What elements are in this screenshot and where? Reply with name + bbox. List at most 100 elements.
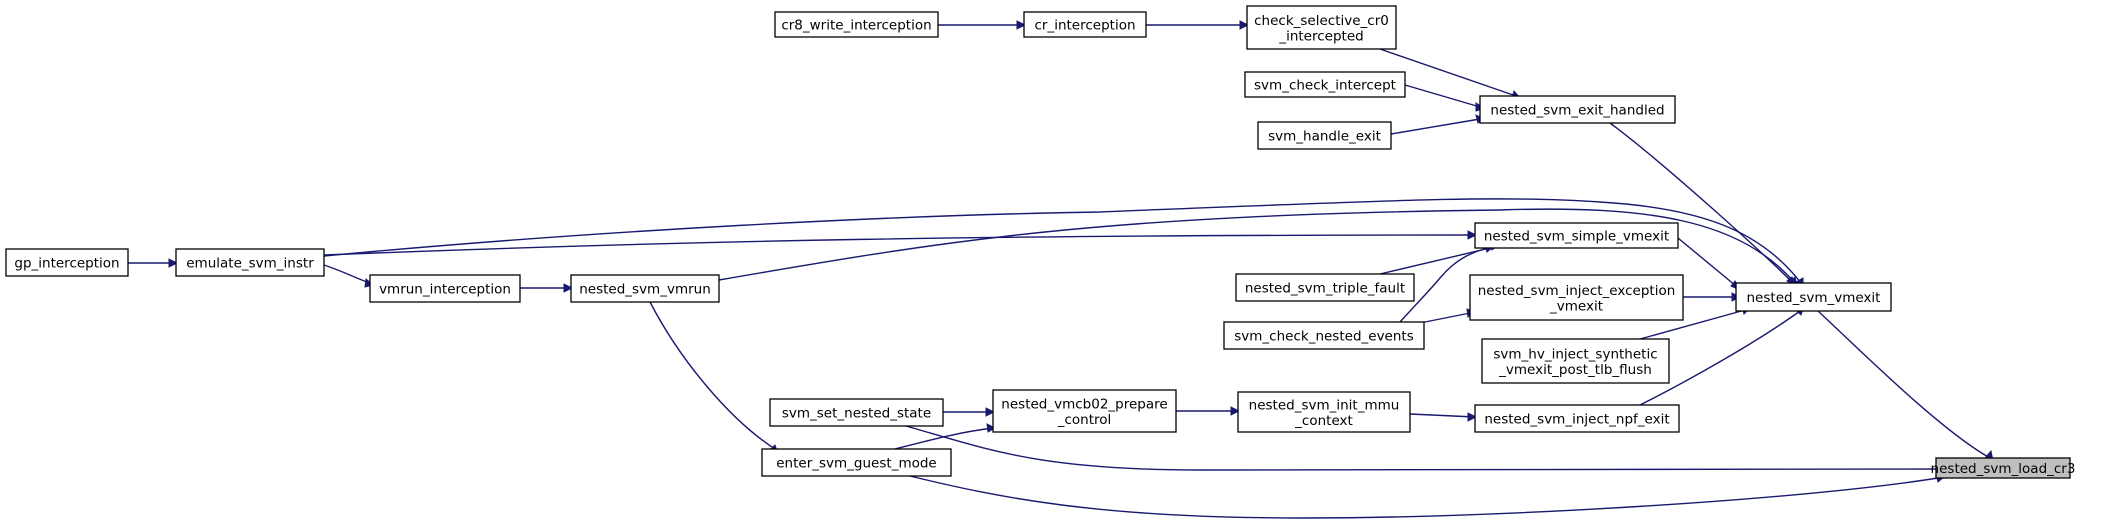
node-svm-check-intercept[interactable]: svm_check_intercept xyxy=(1244,71,1406,98)
node-label: svm_check_nested_events xyxy=(1234,329,1414,345)
node-nested-svm-init-mmu-context[interactable]: nested_svm_init_mmu_context xyxy=(1237,391,1411,433)
node-box xyxy=(1474,222,1679,249)
node-nested-svm-triple-fault[interactable]: nested_svm_triple_fault xyxy=(1235,273,1415,302)
edge-line xyxy=(909,475,1939,519)
node-label: _vmexit_post_tlb_flush xyxy=(1498,362,1652,378)
node-box xyxy=(1735,282,1892,312)
node-box xyxy=(774,11,939,38)
arrowhead xyxy=(1467,230,1478,240)
node-cr-interception[interactable]: cr_interception xyxy=(1023,11,1147,38)
node-box xyxy=(1223,321,1425,350)
node-box xyxy=(1257,121,1392,150)
node-label: _control xyxy=(1057,412,1112,428)
edge-line xyxy=(1639,310,1801,406)
edge-enter_svm_guest_mode-to-nested_vmcb02_prepare_control xyxy=(894,423,997,450)
edge-svm_handle_exit-to-nested_svm_exit_handled xyxy=(1390,114,1485,135)
node-box xyxy=(1235,273,1415,302)
node-check-selective-cr0-intercepted[interactable]: check_selective_cr0_intercepted xyxy=(1246,5,1397,50)
node-label: nested_vmcb02_prepare xyxy=(1001,396,1167,412)
edge-line xyxy=(1409,413,1476,418)
node-label: nested_svm_vmexit xyxy=(1747,290,1881,306)
arrowhead xyxy=(1230,406,1241,416)
edge-svm_set_nested_state-to-nested_vmcb02_prepare_control xyxy=(943,407,996,417)
node-vmrun-interception[interactable]: vmrun_interception xyxy=(369,274,521,303)
edge-nested_svm_vmrun-to-enter_svm_guest_mode xyxy=(649,301,779,455)
node-cr8-write-interception[interactable]: cr8_write_interception xyxy=(774,11,939,38)
node-nested-vmcb02-prepare-control[interactable]: nested_vmcb02_prepare_control xyxy=(992,389,1177,433)
node-label: svm_check_intercept xyxy=(1254,78,1396,94)
node-label: enter_svm_guest_mode xyxy=(776,456,936,472)
edge-line xyxy=(323,198,1802,284)
node-box xyxy=(769,398,944,427)
node-label: nested_svm_inject_exception xyxy=(1478,283,1676,299)
node-box xyxy=(570,274,720,303)
node-nested-svm-simple-vmexit[interactable]: nested_svm_simple_vmexit xyxy=(1474,222,1679,249)
node-nested-svm-vmrun[interactable]: nested_svm_vmrun xyxy=(570,274,720,303)
edge-nested_svm_exit_handled-to-nested_svm_vmexit xyxy=(1609,122,1796,288)
edge-emulate_svm_instr-to-vmrun_interception xyxy=(323,264,375,288)
node-box xyxy=(1469,274,1684,321)
edge-line xyxy=(905,425,1937,471)
node-box xyxy=(1244,71,1406,98)
edge-nested_svm_simple_vmexit-to-nested_svm_vmexit xyxy=(1677,237,1742,292)
edge-line xyxy=(894,427,994,450)
node-label: gp_interception xyxy=(14,256,119,272)
node-box xyxy=(1246,5,1397,50)
edge-nested_vmcb02_prepare_control-to-nested_svm_init_mmu_context xyxy=(1176,406,1241,416)
edge-vmrun_interception-to-nested_svm_vmrun xyxy=(520,283,574,293)
arrowhead xyxy=(1016,20,1027,30)
node-box xyxy=(1237,391,1411,433)
node-nested-svm-inject-exception-vmexit[interactable]: nested_svm_inject_exception_vmexit xyxy=(1469,274,1684,321)
nodes-layer: nested_svm_load_cr3 nested_svm_vmexit svm_… xyxy=(5,5,2076,479)
node-svm-check-nested-events[interactable]: svm_check_nested_events xyxy=(1223,321,1425,350)
edges-layer xyxy=(128,20,1994,519)
node-label: nested_svm_exit_handled xyxy=(1490,103,1664,119)
node-nested-svm-vmexit[interactable]: nested_svm_vmexit xyxy=(1735,282,1892,312)
edge-line xyxy=(649,301,776,450)
edge-line xyxy=(323,264,371,284)
edge-nested_svm_init_mmu_context-to-nested_svm_inject_npf_exit xyxy=(1409,412,1478,422)
arrowhead xyxy=(1239,20,1250,30)
edge-cr_interception-to-check_selective_cr0_intercepted xyxy=(1146,20,1250,30)
arrowhead xyxy=(986,423,997,433)
edge-svm_check_intercept-to-nested_svm_exit_handled xyxy=(1404,84,1486,112)
node-nested-svm-load-cr3[interactable]: nested_svm_load_cr3 xyxy=(1931,457,2076,479)
edge-line xyxy=(1817,310,1991,459)
node-box xyxy=(1474,404,1680,433)
edge-line xyxy=(718,208,1796,284)
node-nested-svm-exit-handled[interactable]: nested_svm_exit_handled xyxy=(1479,95,1676,124)
node-gp-interception[interactable]: gp_interception xyxy=(5,248,129,277)
node-box xyxy=(992,389,1177,433)
edge-line xyxy=(1639,309,1746,340)
node-label: emulate_svm_instr xyxy=(186,256,314,272)
node-svm-handle-exit[interactable]: svm_handle_exit xyxy=(1257,121,1392,150)
edge-cr8_write_interception-to-cr_interception xyxy=(938,20,1027,30)
node-label: check_selective_cr0 xyxy=(1254,13,1389,29)
node-label: _intercepted xyxy=(1278,28,1363,44)
arrowhead xyxy=(168,258,179,268)
node-label: _vmexit xyxy=(1549,298,1603,314)
node-label: nested_svm_simple_vmexit xyxy=(1484,229,1669,245)
node-emulate-svm-instr[interactable]: emulate_svm_instr xyxy=(175,248,325,277)
edge-line xyxy=(1390,118,1481,135)
edge-line xyxy=(1404,84,1481,108)
edge-nested_svm_inject_exception_vmexit-to-nested_svm_vmexit xyxy=(1683,292,1742,302)
edge-line xyxy=(1379,247,1491,275)
node-box xyxy=(1479,95,1676,124)
node-label: vmrun_interception xyxy=(379,282,511,298)
arrowhead xyxy=(563,283,574,293)
node-label: cr_interception xyxy=(1034,18,1135,34)
node-box xyxy=(5,248,129,277)
node-enter-svm-guest-mode[interactable]: enter_svm_guest_mode xyxy=(761,448,952,477)
edge-line xyxy=(1609,122,1794,284)
node-box xyxy=(1481,338,1670,384)
node-svm-set-nested-state[interactable]: svm_set_nested_state xyxy=(769,398,944,427)
node-box xyxy=(369,274,521,303)
edge-svm_check_nested_events-to-nested_svm_inject_exception_vmexit xyxy=(1419,308,1477,324)
node-label: svm_set_nested_state xyxy=(782,406,931,422)
edge-line xyxy=(1379,48,1517,97)
node-nested-svm-inject-npf-exit[interactable]: nested_svm_inject_npf_exit xyxy=(1474,404,1680,433)
edge-line xyxy=(1419,312,1471,324)
node-label: nested_svm_init_mmu xyxy=(1249,397,1400,413)
node-svm-hv-inject-synthetic-vmexit-post-tlb-flush[interactable]: svm_hv_inject_synthetic_vmexit_post_tlb_… xyxy=(1481,338,1670,384)
